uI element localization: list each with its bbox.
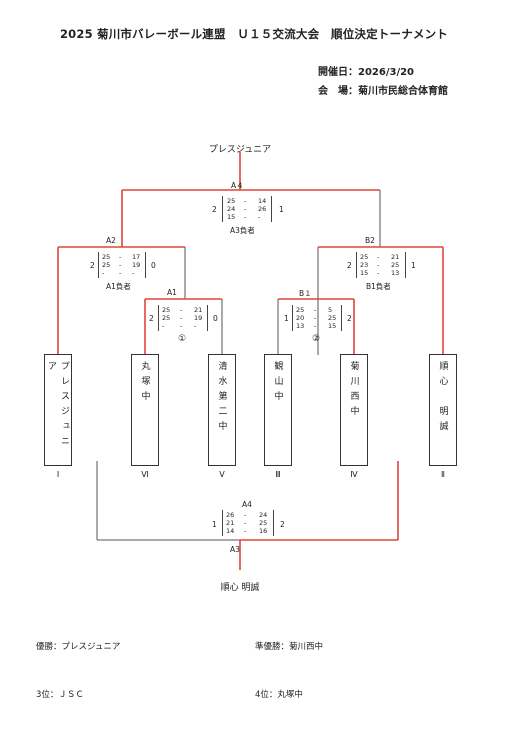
match-b1-score-bracket	[292, 305, 342, 331]
match-a4b-score-bracket	[222, 510, 274, 536]
match-b2-left-total: 2	[347, 261, 352, 270]
match-b1-dashes: ---	[314, 306, 317, 330]
match-a4-right-total: 1	[279, 205, 284, 214]
team-box-1: プレスジュニア	[44, 354, 72, 466]
team-box-3: 清水第二中	[208, 354, 236, 466]
result-fourth: 4位：丸塚中	[255, 690, 303, 700]
match-b2-right-total: 1	[411, 261, 416, 270]
team-name: 菊川西中	[348, 361, 359, 421]
match-b1-left-total: 1	[284, 314, 289, 323]
match-a3-label: A3	[230, 545, 240, 554]
event-venue: 会 場：菊川市民総合体育館	[318, 86, 448, 97]
match-a2-label: A2	[106, 236, 116, 245]
match-a2-note: A1負者	[106, 282, 131, 291]
team-rank-2: Ⅵ	[141, 470, 149, 479]
match-a4b-label: A4	[242, 500, 252, 509]
match-a1-right-total: 0	[213, 314, 218, 323]
match-a4-score-bracket	[222, 196, 272, 222]
team-name: 丸塚中	[139, 361, 150, 406]
team-rank-6: Ⅱ	[441, 470, 445, 479]
match-a4b-dashes: ---	[244, 511, 247, 535]
match-a2-right-total: 0	[151, 261, 156, 270]
team-rank-3: Ⅴ	[219, 470, 225, 479]
match-b2-score-bracket	[356, 252, 406, 278]
team-name: 観山中	[272, 361, 283, 406]
match-a1-label: A1	[167, 288, 177, 297]
match-a4b-left-total: 1	[212, 520, 217, 529]
team-box-6: 順心 明誠	[429, 354, 457, 466]
match-b1-label: B１	[299, 289, 312, 298]
team-box-2: 丸塚中	[131, 354, 159, 466]
team-rank-5: Ⅳ	[350, 470, 358, 479]
team-rank-1: Ⅰ	[56, 470, 60, 479]
match-a1-dashes: ---	[180, 306, 183, 330]
match-b2-label: B2	[365, 236, 375, 245]
team-box-5: 菊川西中	[340, 354, 368, 466]
match-a1-left-total: 2	[149, 314, 154, 323]
match-b1-right-total: 2	[347, 314, 352, 323]
result-third: 3位：ＪＳＣ	[36, 690, 84, 700]
team-box-4: 観山中	[264, 354, 292, 466]
match-b1-note: ②	[312, 334, 321, 344]
match-a1-note: ①	[178, 334, 187, 344]
match-a1-score-bracket	[158, 305, 208, 331]
team-name: 順心 明誠	[437, 361, 448, 436]
match-a4-left-total: 2	[212, 205, 217, 214]
match-a4b-right-total: 2	[280, 520, 285, 529]
champion-bottom: 順心 明誠	[220, 583, 260, 593]
match-b2-dashes: ---	[377, 253, 380, 277]
result-second: 準優勝：菊川西中	[255, 642, 324, 652]
match-a2-left-total: 2	[90, 261, 95, 270]
team-name: プレスジュニア	[46, 361, 69, 451]
match-a4-note: A3負者	[230, 226, 255, 235]
event-date: 開催日：2026/3/20	[318, 67, 415, 78]
champion-top: プレスジュニア	[208, 145, 272, 155]
match-b2-note: B1負者	[366, 282, 391, 291]
match-a4-label: A４	[231, 181, 244, 190]
match-a2-score-bracket	[98, 252, 146, 278]
result-first: 優勝：プレスジュニア	[36, 642, 121, 652]
team-name: 清水第二中	[216, 361, 227, 436]
team-rank-4: Ⅲ	[275, 470, 281, 479]
match-a4-dashes: ---	[244, 197, 247, 221]
page-title: 2025 菊川市バレーボール連盟 Ｕ１５交流大会 順位決定トーナメント	[59, 27, 448, 41]
match-a2-dashes: ---	[119, 253, 122, 277]
